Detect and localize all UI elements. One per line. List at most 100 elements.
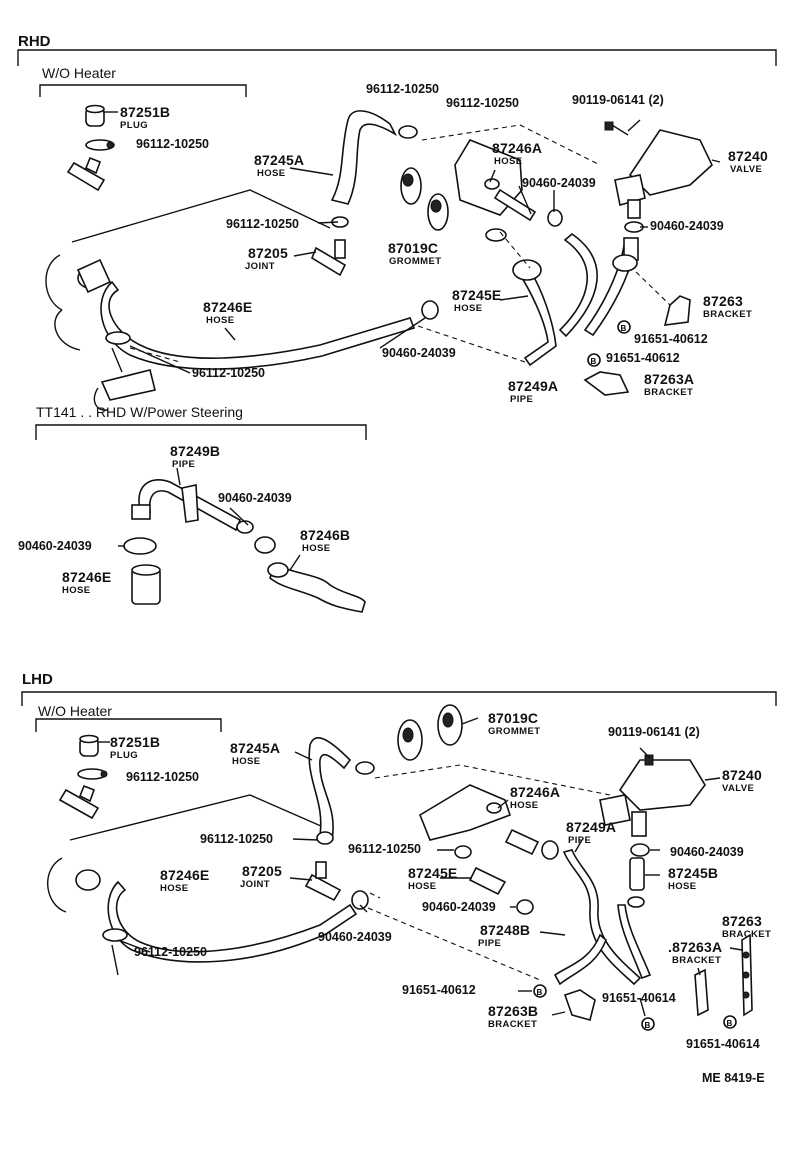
part-name: HOSE	[206, 315, 235, 326]
svg-text:B: B	[727, 1019, 733, 1028]
bracket-87263-icon	[741, 933, 753, 1017]
part-number: 96112-10250	[126, 770, 199, 784]
part-name: PIPE	[478, 938, 502, 949]
part-number: 87205	[248, 245, 288, 261]
svg-text:B: B	[645, 1021, 651, 1030]
clamp-icon	[254, 536, 276, 554]
part-number: 87246E	[160, 867, 210, 883]
part-name: HOSE	[494, 156, 523, 167]
part-number: 90460-24039	[382, 346, 456, 360]
clip-icon	[77, 768, 108, 780]
part-number: 87019C	[388, 240, 439, 256]
section-brackets	[17, 49, 777, 732]
part-number: 90119-06141 (2)	[608, 725, 700, 739]
part-name: PLUG	[120, 120, 148, 131]
part-number: 87245A	[254, 152, 305, 168]
hose-87245a-icon	[330, 110, 397, 205]
hose-87245b-icon	[629, 857, 645, 891]
part-number: 87263	[703, 293, 743, 309]
svg-text:B: B	[591, 357, 597, 366]
clip-icon	[85, 139, 115, 151]
part-number: 91651-40612	[402, 983, 476, 997]
bracket-87263a-icon	[583, 371, 630, 396]
part-number: 96112-10250	[446, 96, 519, 110]
part-name: HOSE	[257, 168, 286, 179]
bracket-87263-icon	[663, 295, 691, 326]
part-number: .87263A	[668, 939, 723, 955]
ps-drawing	[118, 467, 366, 613]
part-number: 91651-40614	[602, 991, 676, 1005]
part-name: HOSE	[62, 585, 91, 596]
part-name: GROMMET	[488, 726, 541, 737]
plug-87251b-icon	[85, 104, 105, 127]
rhd-drawing: B B	[45, 104, 721, 411]
part-number: 87240	[728, 148, 768, 164]
part-name: HOSE	[408, 881, 437, 892]
part-number: 90460-24039	[422, 900, 496, 914]
svg-text:B: B	[537, 988, 543, 997]
part-name: BRACKET	[644, 387, 694, 398]
part-number: 87251B	[110, 734, 161, 750]
part-number: 96112-10250	[136, 137, 209, 151]
part-number: 90460-24039	[218, 491, 292, 505]
part-number: 87263A	[644, 371, 695, 387]
subsection-tt141: TT141 . . RHD W/Power Steering	[36, 404, 243, 420]
diagram-code: ME 8419-E	[702, 1071, 765, 1085]
part-number: 90460-24039	[318, 930, 392, 944]
pipe-87248b-icon	[553, 933, 607, 986]
clamp-icon	[421, 300, 439, 320]
bracket-87263b-icon	[563, 989, 596, 1021]
part-number: 87246E	[62, 569, 112, 585]
joint-87205-icon	[311, 246, 347, 277]
part-name: BRACKET	[672, 955, 722, 966]
part-name: VALVE	[722, 783, 755, 794]
part-name: HOSE	[160, 883, 189, 894]
part-name: HOSE	[302, 543, 331, 554]
part-name: VALVE	[730, 164, 763, 175]
part-number: 87245E	[452, 287, 502, 303]
part-number: 91651-40612	[634, 332, 708, 346]
hose-87246a-icon	[504, 828, 540, 856]
tee-joint-icon	[66, 156, 106, 192]
part-number: 90119-06141 (2)	[572, 93, 664, 107]
part-name: BRACKET	[703, 309, 753, 320]
bracket-87263a-icon	[694, 968, 709, 1017]
clamp-icon	[398, 125, 418, 139]
part-number: 87263	[722, 913, 762, 929]
part-number: 90460-24039	[522, 176, 596, 190]
part-number: 87245B	[668, 865, 719, 881]
hose-87245e-icon	[468, 866, 507, 896]
part-name: GROMMET	[389, 256, 442, 267]
part-number: 87245E	[408, 865, 458, 881]
part-number: 87249A	[566, 819, 617, 835]
part-number: 87246A	[492, 140, 543, 156]
part-name: HOSE	[510, 800, 539, 811]
section-title-rhd: RHD	[18, 33, 51, 50]
part-name: JOINT	[245, 261, 275, 272]
valve-87240-icon	[599, 754, 706, 837]
bracket-icon	[419, 784, 512, 841]
grommet-icon	[397, 704, 463, 761]
part-number: 87249A	[508, 378, 559, 394]
subsection-wo-heater-rhd: W/O Heater	[42, 65, 116, 81]
part-number: 96112-10250	[226, 217, 299, 231]
part-name: HOSE	[454, 303, 483, 314]
part-name: PIPE	[510, 394, 534, 405]
part-name: JOINT	[240, 879, 270, 890]
part-number: 87240	[722, 767, 762, 783]
part-name: BRACKET	[488, 1019, 538, 1030]
valve-87240-icon	[604, 121, 713, 219]
part-number: 96112-10250	[134, 945, 207, 959]
part-number: 87246A	[510, 784, 561, 800]
svg-text:B: B	[621, 324, 627, 333]
part-name: BRACKET	[722, 929, 772, 940]
part-number: 96112-10250	[366, 82, 439, 96]
part-number: 87246E	[203, 299, 253, 315]
hose-87245a-icon	[308, 737, 352, 842]
part-name: PLUG	[110, 750, 138, 761]
part-number: 90460-24039	[670, 845, 744, 859]
tee-joint-icon	[58, 784, 100, 820]
clamp-icon	[351, 890, 369, 910]
grommet-icon	[400, 167, 449, 231]
